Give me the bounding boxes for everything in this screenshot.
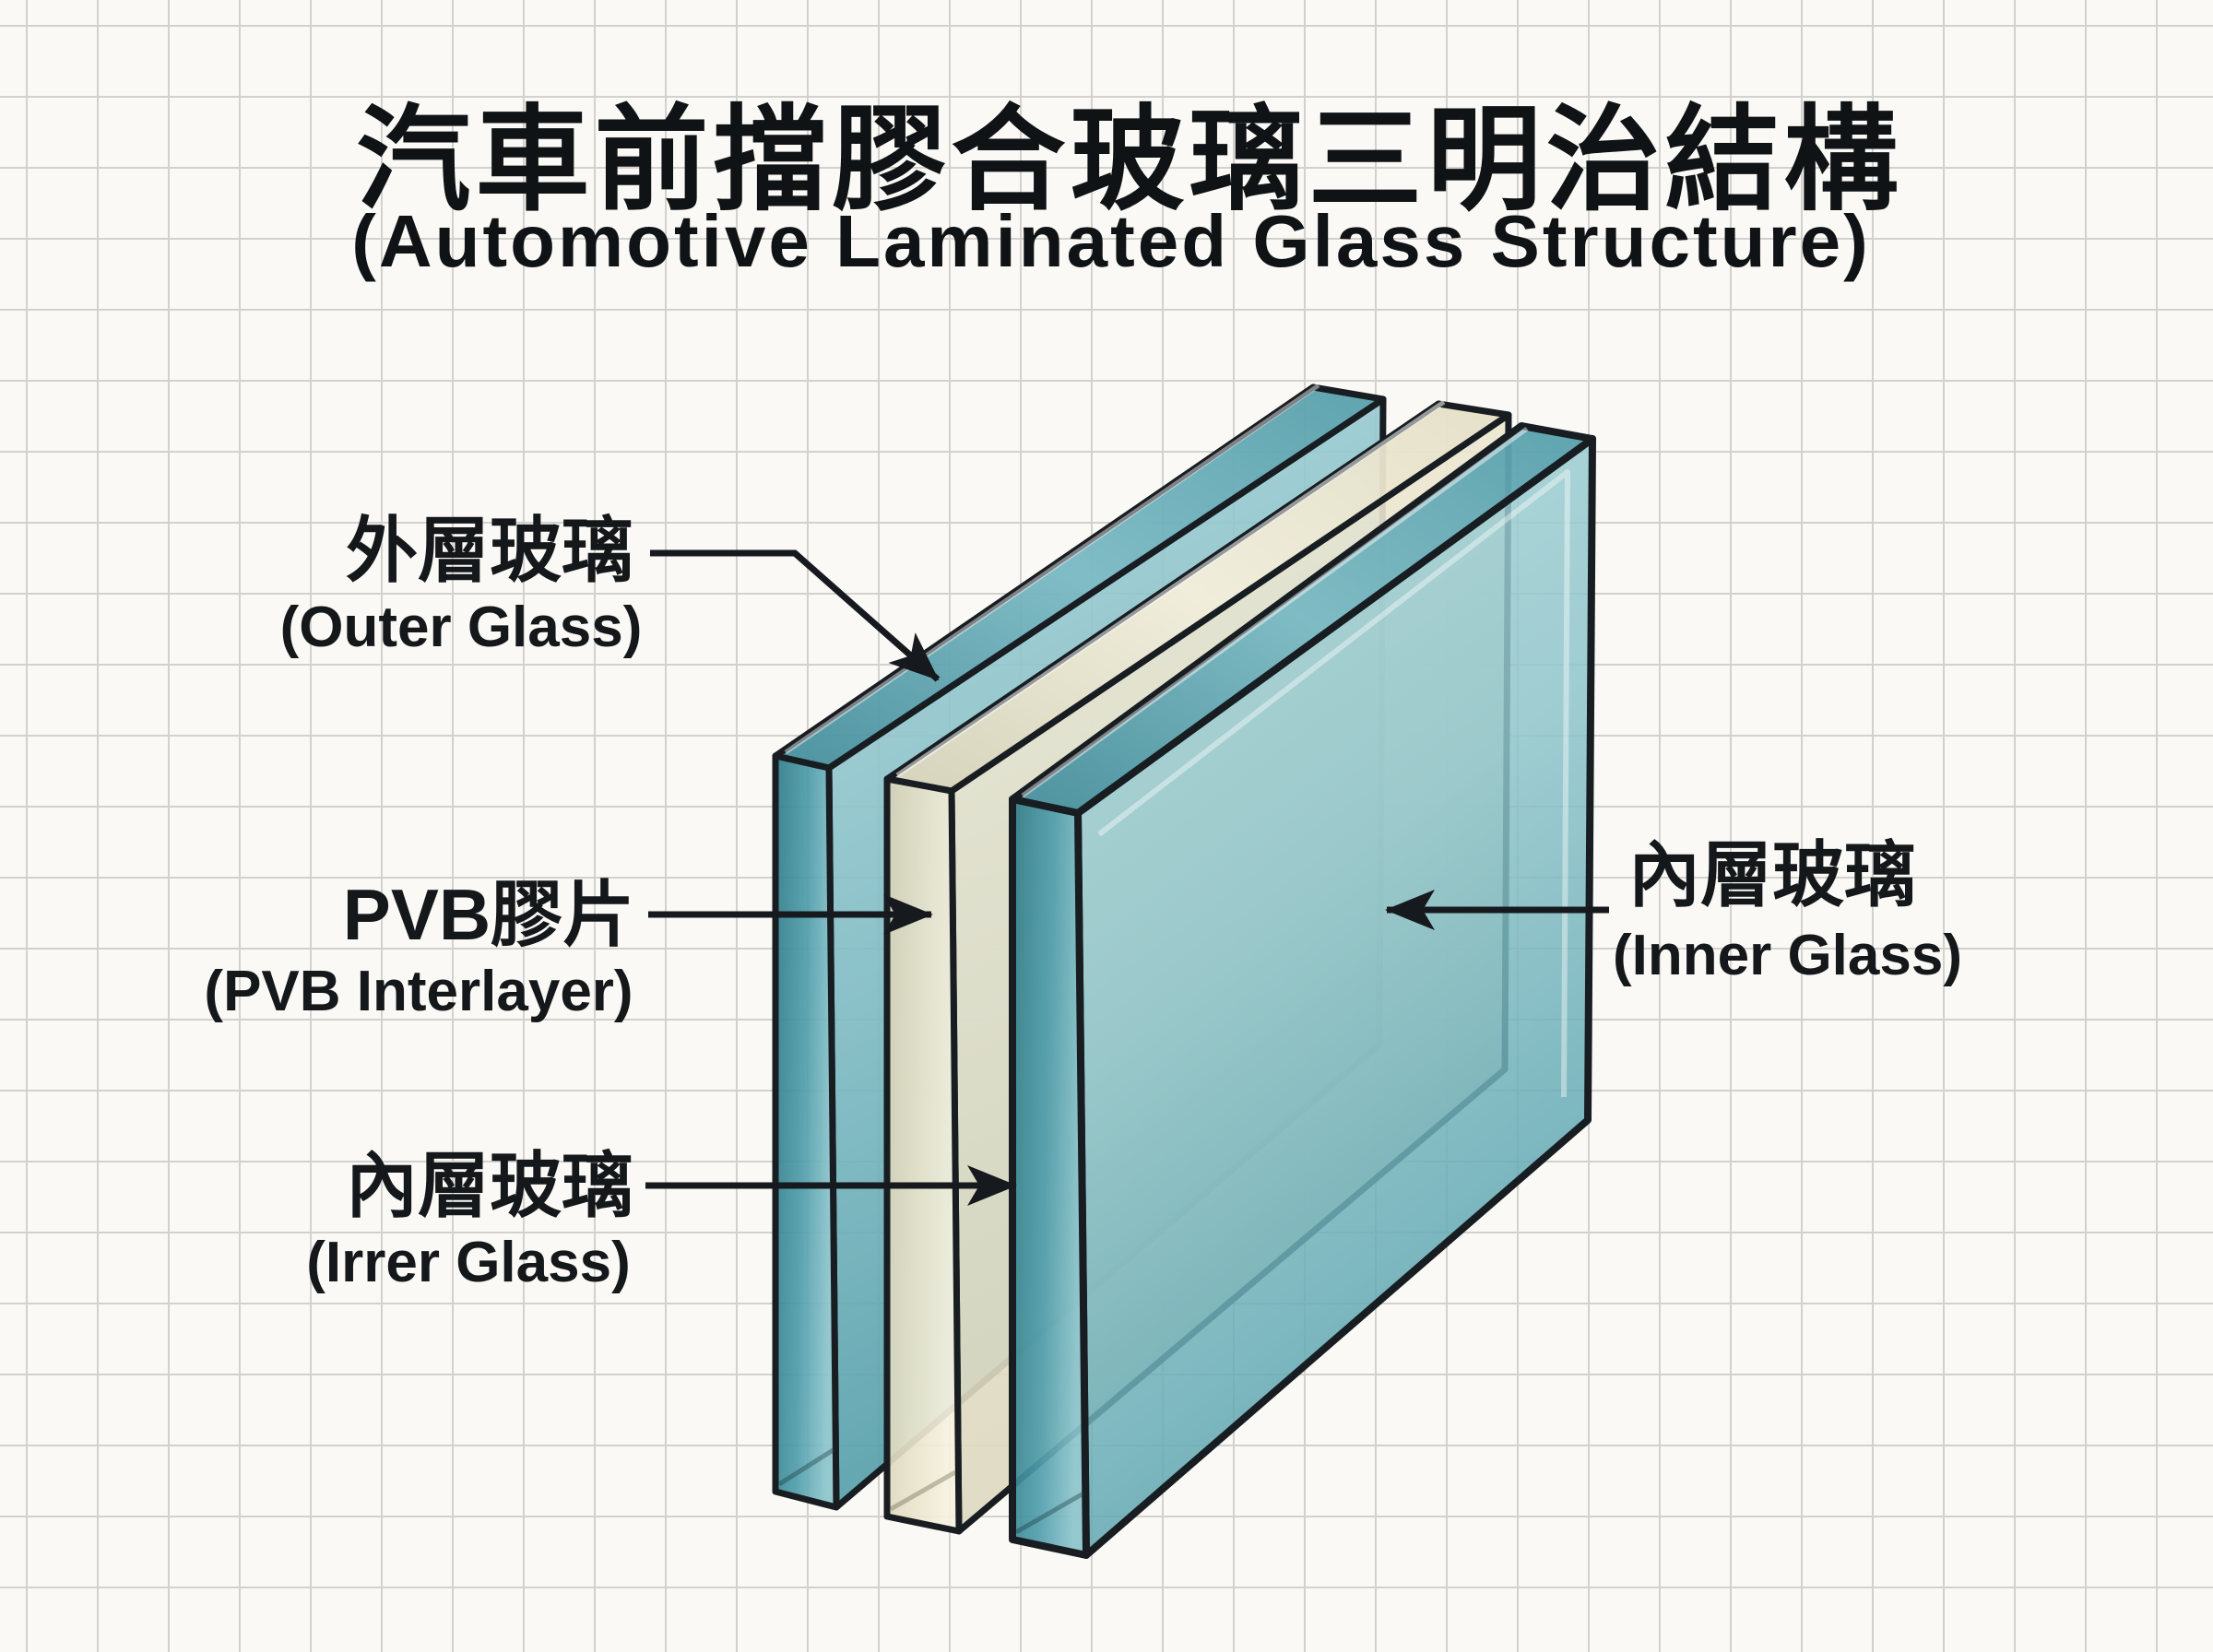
pvb-label-zh: PVB膠片	[342, 874, 635, 955]
pane-inner-glass	[1009, 422, 1596, 1559]
inner-glass-left-label-zh: 內層玻璃	[345, 1145, 634, 1226]
callout-arrows	[645, 549, 1609, 1206]
inner-glass-right-label-en: (Inner Glass)	[1613, 924, 1962, 987]
page-subtitle: (Automotive Laminated Glass Structure)	[351, 200, 1871, 282]
inner-glass-left-label-en: (Irrer Glass)	[306, 1231, 631, 1294]
page-title: 汽車前擋膠合玻璃三明治結構	[356, 97, 1903, 224]
pvb-label-en: (PVB Interlayer)	[204, 960, 633, 1023]
outer-glass-label-en: (Outer Glass)	[279, 596, 643, 659]
outer-glass-label-zh: 外層玻璃	[345, 510, 634, 591]
outer-glass-arrow	[650, 549, 941, 682]
inner-glass-right-label-zh: 內層玻璃	[1628, 834, 1917, 915]
